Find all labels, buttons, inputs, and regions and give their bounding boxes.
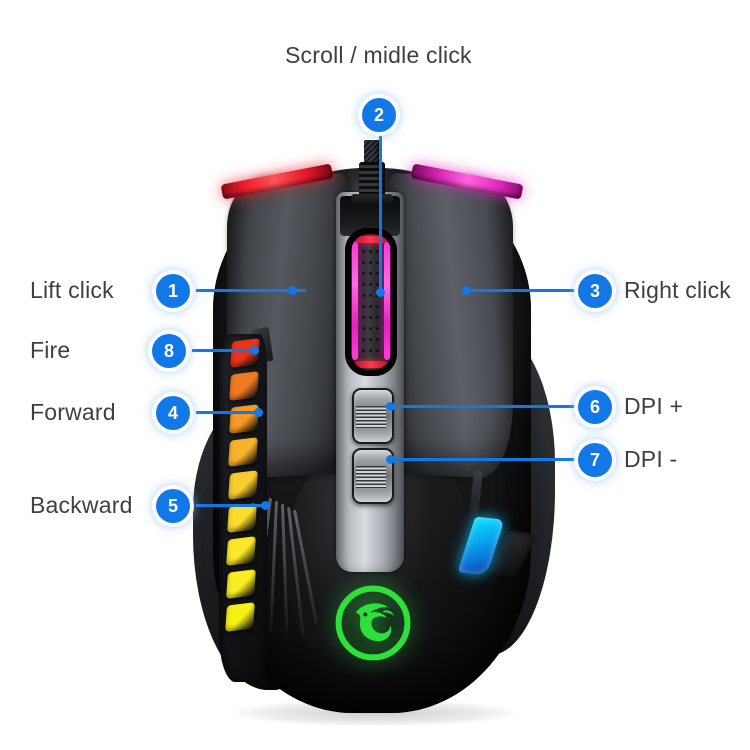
side-button-7[interactable] [226,536,257,566]
leader-dot-7 [386,455,395,464]
leader-dot-8 [250,346,259,355]
side-button-5[interactable] [227,470,258,500]
label-fire: Fire [30,337,71,363]
side-button-6[interactable] [227,503,257,533]
leader-line-1 [196,289,306,292]
leader-dot-2 [376,288,385,297]
wheel-texture [360,246,382,358]
callout-4[interactable]: 4 [156,396,190,430]
side-button-strip[interactable] [215,334,271,682]
dpi-button-ribs [356,466,386,488]
label-scroll-middle-click: Scroll / midle click [285,42,472,68]
label-dpi-plus: DPI + [624,393,684,419]
leader-line-7 [390,458,580,461]
gaming-mouse-illustration [175,140,575,726]
label-right-click: Right click [624,277,732,303]
leader-dot-5 [261,501,270,510]
grip-line [281,503,289,634]
callout-5[interactable]: 5 [156,489,190,523]
leader-dot-3 [462,286,471,295]
callout-6[interactable]: 6 [578,390,612,424]
side-button-2[interactable] [229,371,260,401]
callout-3[interactable]: 3 [578,274,612,308]
scroll-wheel[interactable] [351,234,391,370]
label-forward: Forward [30,399,116,425]
leader-dot-1 [288,286,297,295]
side-button-8[interactable] [225,569,256,599]
leader-line-8 [192,349,257,352]
callout-7[interactable]: 7 [578,443,612,477]
dragon-logo-icon [335,585,411,661]
leader-dot-6 [386,402,395,411]
leader-line-6 [390,405,580,408]
wheel-glow-right [384,242,390,360]
cable-base [351,194,393,206]
leader-dot-4 [254,408,263,417]
callout-1[interactable]: 1 [156,274,190,308]
label-dpi-minus: DPI - [624,446,678,472]
leader-line-3 [466,289,581,292]
wheel-glow-top [354,236,388,243]
leader-line-5 [196,504,268,507]
callout-2[interactable]: 2 [362,98,396,132]
leader-line-4 [196,411,261,414]
callout-8[interactable]: 8 [152,334,186,368]
label-lift-click: Lift click [30,277,114,303]
right-click-button[interactable] [387,172,513,480]
wheel-glow-left [352,242,358,360]
leader-line-2 [379,132,382,292]
side-button-4[interactable] [228,437,259,467]
label-backward: Backward [30,492,133,518]
dpi-button-ribs [356,406,386,428]
wheel-glow-bottom [354,361,388,368]
side-button-9[interactable] [225,602,256,632]
scroll-wheel-well[interactable] [345,228,397,376]
dpi-increase-button[interactable] [352,388,394,444]
